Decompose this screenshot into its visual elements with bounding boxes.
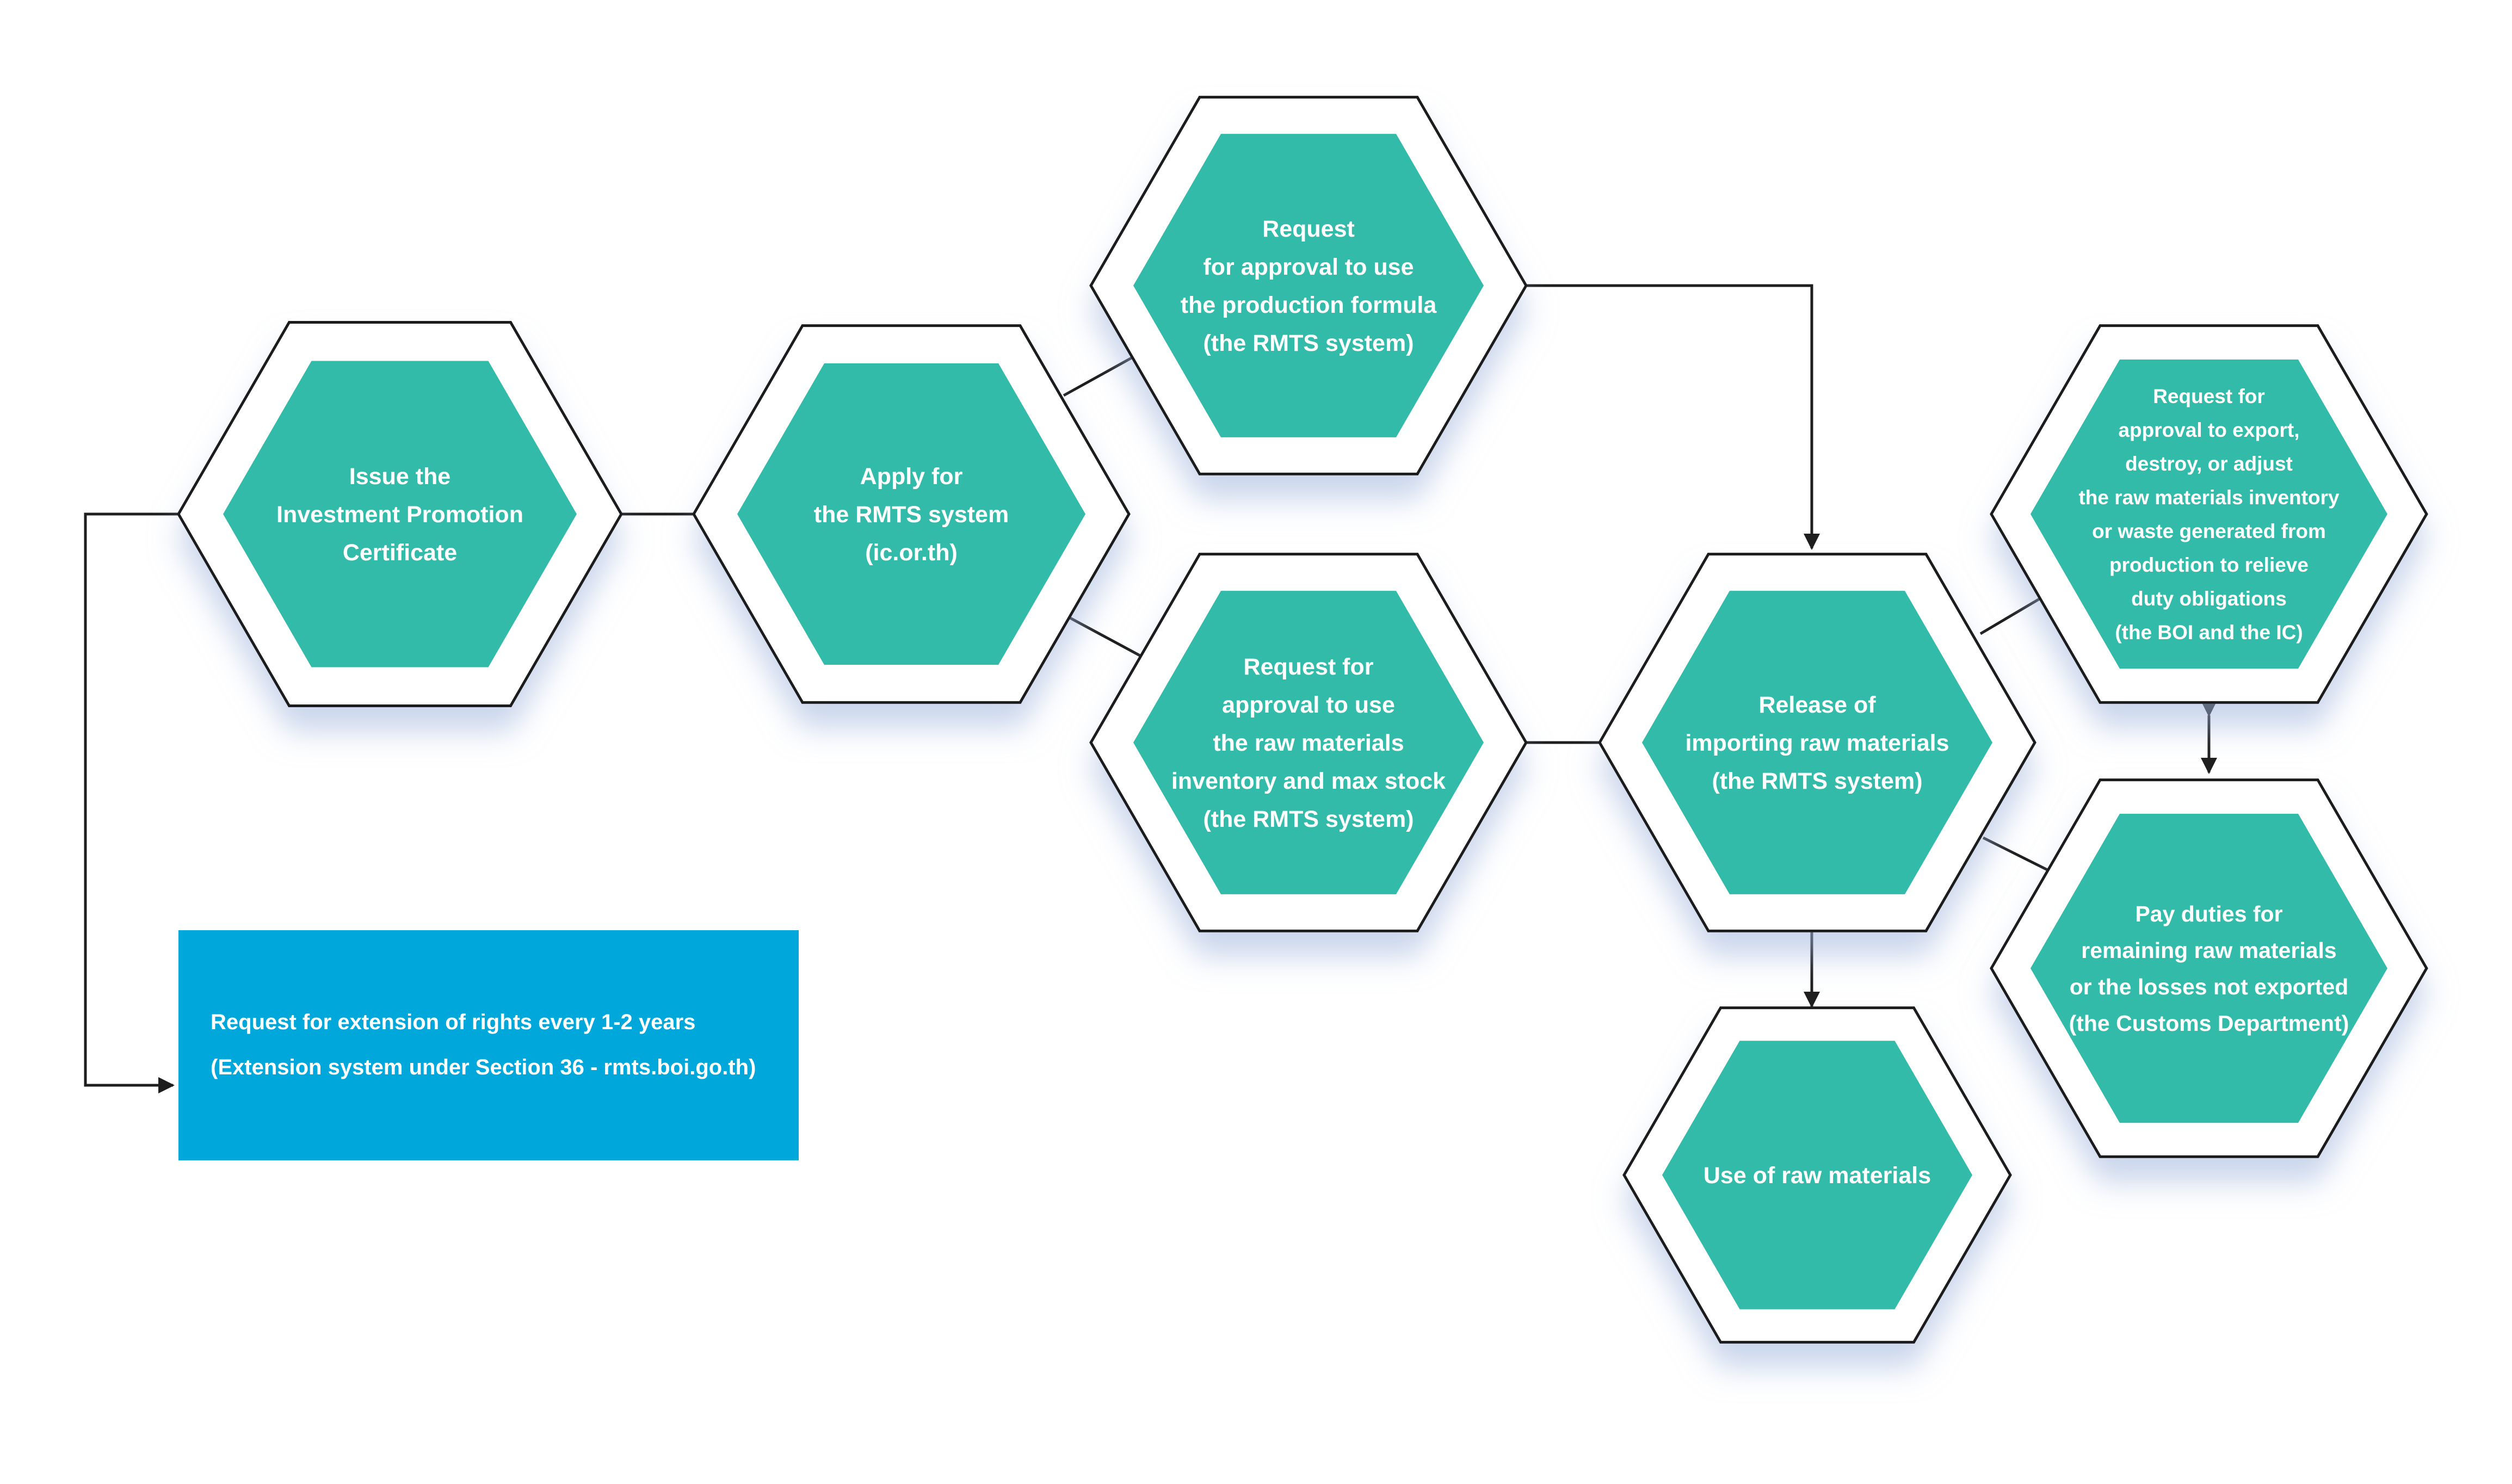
hex-label-line: (ic.or.th) (865, 540, 958, 566)
hex-label-line: (the RMTS system) (1203, 330, 1414, 356)
hex-node-apply-rmts: Apply for the RMTS system (ic.or.th) (692, 324, 1131, 704)
hex-label-line: destroy, or adjust (2125, 453, 2293, 475)
hex-label-line: the raw materials (1213, 730, 1404, 756)
hex-label-use-raw-materials: Use of raw materials (1704, 1163, 1931, 1189)
hex-label-line: production to relieve (2109, 554, 2309, 576)
hex-label-line: approval to export, (2118, 419, 2299, 441)
hex-label-line: Request for (2153, 385, 2265, 407)
extension-box: Request for extension of rights every 1-… (178, 930, 799, 1160)
hex-fill-issue-certificate (223, 361, 577, 667)
hex-label-release-import: Release of importing raw materials (the RM… (1685, 692, 1949, 794)
hex-label-line: Request for (1244, 654, 1374, 680)
hex-label-line: (the RMTS system) (1203, 806, 1414, 832)
hex-node-use-raw-materials: Use of raw materials (1622, 1006, 2012, 1344)
connector-apply-to-formula (1063, 355, 1135, 397)
hex-fill-apply-rmts (737, 363, 1085, 665)
hex-label-line: inventory and max stock (1171, 768, 1446, 794)
hex-node-production-formula: Request for approval to use the production… (1089, 96, 1528, 475)
hex-label-line: Apply for (860, 463, 963, 490)
connector-lines (84, 284, 2217, 1093)
connector-release-to-duties (1982, 836, 2055, 875)
hex-label-raw-materials-inventory: Request for approval to use the raw materi… (1171, 654, 1446, 832)
hex-label-line: for approval to use (1203, 254, 1414, 280)
hex-label-line: Release of (1758, 692, 1876, 718)
hex-fill-raw-materials-inventory (1133, 591, 1484, 894)
hex-label-line: or the losses not exported (2070, 974, 2349, 999)
hex-label-line: approval to use (1222, 692, 1395, 718)
hex-fill-pay-duties (2030, 813, 2387, 1123)
hex-label-line: or waste generated from (2092, 520, 2326, 542)
hex-label-pay-duties: Pay duties for remaining raw materials or … (2069, 901, 2349, 1036)
hex-node-export-destroy-adjust: Request for approval to export, destroy, o… (1990, 324, 2428, 704)
hex-fill-release-import (1642, 591, 1992, 894)
hex-label-export-destroy-adjust: Request for approval to export, destroy, o… (2078, 385, 2340, 644)
hex-node-raw-materials-inventory: Request for approval to use the raw materi… (1089, 553, 1528, 932)
connector-release-to-export (1979, 597, 2041, 635)
hex-node-release-import: Release of importing raw materials (the RM… (1598, 553, 2036, 932)
connector-formula-to-release (1523, 284, 1820, 550)
extension-box-line-2: (Extension system under Section 36 - rmt… (211, 1055, 756, 1079)
hex-label-line: remaining raw materials (2081, 938, 2336, 963)
hex-node-pay-duties: Pay duties for remaining raw materials or … (1990, 778, 2428, 1158)
hex-label-line: (the Customs Department) (2069, 1011, 2349, 1036)
hex-label-line: Certificate (343, 540, 457, 566)
hex-label-line: the RMTS system (814, 502, 1009, 528)
hex-label-line: the production formula (1181, 292, 1437, 318)
hex-fill-use-raw-materials (1662, 1041, 1972, 1309)
hex-label-line: (the BOI and the IC) (2115, 621, 2303, 644)
hex-label-line: duty obligations (2131, 588, 2287, 610)
extension-box-background (178, 930, 799, 1160)
hex-label-line: Pay duties for (2135, 901, 2282, 926)
hex-label-line: (the RMTS system) (1712, 768, 1922, 794)
hex-label-line: importing raw materials (1685, 730, 1949, 756)
hex-label-line: Investment Promotion (276, 502, 523, 528)
connector-certificate-to-extension (84, 512, 180, 1093)
hex-label-line: Request (1262, 216, 1355, 242)
hex-fill-export-destroy-adjust (2030, 359, 2387, 669)
extension-box-line-1: Request for extension of rights every 1-… (211, 1010, 695, 1034)
hex-label-line: the raw materials inventory (2078, 486, 2340, 509)
connector-apply-to-inventory (1068, 616, 1141, 657)
hex-fill-production-formula (1133, 134, 1484, 437)
hex-label-apply-rmts: Apply for the RMTS system (ic.or.th) (814, 463, 1009, 566)
hex-label-line: Use of raw materials (1704, 1163, 1931, 1189)
hex-label-line: Issue the (349, 463, 450, 490)
hex-label-production-formula: Request for approval to use the production… (1181, 216, 1437, 356)
